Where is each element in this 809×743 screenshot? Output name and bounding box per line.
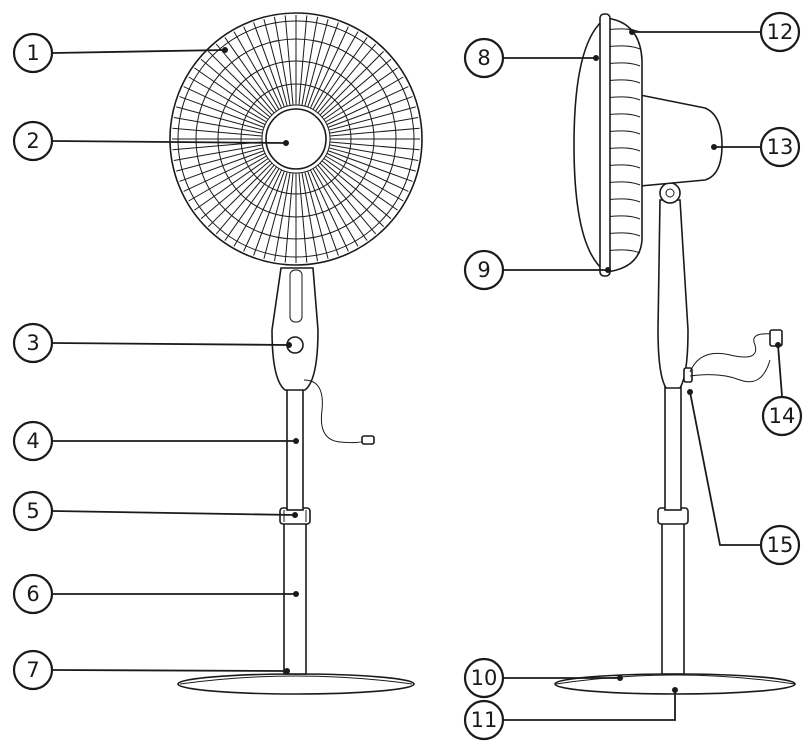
front-spinner-cap	[265, 108, 327, 170]
callout-4: 4	[12, 420, 299, 462]
leader-dot-10	[617, 675, 623, 681]
callout-number-3: 3	[26, 331, 39, 355]
callout-number-7: 7	[26, 658, 39, 682]
callout-circle-13	[759, 126, 801, 168]
callout-7: 7	[12, 649, 290, 691]
callout-circle-1	[12, 32, 54, 74]
leader-line-5	[52, 510, 296, 516]
callout-circle-8	[463, 37, 505, 79]
callout-14: 14	[761, 342, 803, 437]
grille-spokes	[172, 15, 420, 263]
leader-line-1	[52, 49, 226, 54]
callout-circle-6	[12, 573, 54, 615]
side-guard-ring	[599, 13, 611, 277]
side-lower-pole	[661, 521, 685, 675]
callout-number-2: 2	[26, 129, 39, 153]
leader-dot-12	[629, 29, 635, 35]
side-motor-neck	[657, 199, 689, 389]
leader-line-7	[52, 669, 288, 672]
callout-circle-14	[761, 395, 803, 437]
callout-13: 13	[711, 126, 801, 168]
leader-dot-2	[283, 140, 289, 146]
leader-line-15	[689, 391, 760, 546]
side-upper-pole	[664, 384, 682, 511]
leader-dot-9	[605, 267, 611, 273]
front-lower-pole	[283, 521, 307, 675]
callout-circle-10	[463, 657, 505, 699]
callout-circle-5	[12, 490, 54, 532]
callout-number-4: 4	[26, 429, 39, 453]
front-motor-neck	[271, 267, 319, 391]
callout-circle-12	[759, 11, 801, 53]
callout-12: 12	[629, 11, 801, 53]
front-base	[177, 673, 415, 695]
callout-2: 2	[12, 120, 289, 162]
leader-line-2	[52, 140, 287, 144]
callout-circle-11	[463, 699, 505, 741]
side-motor-housing	[639, 94, 723, 187]
callout-circle-9	[463, 249, 505, 291]
side-power-cord	[689, 333, 781, 373]
callout-11: 11	[463, 687, 678, 741]
callout-number-15: 15	[767, 533, 794, 557]
callout-9: 9	[463, 249, 611, 291]
callout-number-6: 6	[26, 582, 39, 606]
callout-15: 15	[687, 389, 801, 566]
callout-number-1: 1	[26, 41, 39, 65]
callout-circle-15	[759, 524, 801, 566]
callout-number-13: 13	[767, 135, 794, 159]
leader-line-11	[504, 690, 676, 721]
leader-dot-6	[293, 591, 299, 597]
front-power-cord	[303, 379, 367, 444]
callout-circle-3	[12, 322, 54, 364]
leader-dot-14	[775, 342, 781, 348]
leader-line-3	[52, 342, 290, 346]
callout-number-10: 10	[471, 666, 498, 690]
leader-dot-1	[222, 47, 228, 53]
leader-dot-3	[286, 342, 292, 348]
callout-number-14: 14	[769, 404, 796, 428]
leader-dot-8	[593, 55, 599, 61]
callout-number-9: 9	[477, 258, 490, 282]
callout-1: 1	[12, 32, 228, 74]
front-view-fan	[169, 12, 423, 695]
leader-dot-5	[292, 512, 298, 518]
front-upper-pole	[286, 387, 304, 511]
leader-dot-4	[293, 438, 299, 444]
callout-circle-4	[12, 420, 54, 462]
callout-circle-7	[12, 649, 54, 691]
callout-circle-2	[12, 120, 54, 162]
callout-5: 5	[12, 490, 298, 532]
callout-number-11: 11	[471, 708, 498, 732]
leader-dot-7	[284, 668, 290, 674]
callout-8: 8	[463, 37, 599, 79]
leader-dot-15	[687, 389, 693, 395]
callout-3: 3	[12, 322, 292, 364]
callout-number-12: 12	[767, 20, 794, 44]
callout-number-5: 5	[26, 499, 39, 523]
callout-6: 6	[12, 573, 299, 615]
leader-dot-13	[711, 144, 717, 150]
callout-number-8: 8	[477, 46, 490, 70]
callout-10: 10	[463, 657, 623, 699]
leader-line-14	[777, 344, 783, 397]
side-view-fan	[554, 13, 796, 695]
leader-dot-11	[672, 687, 678, 693]
